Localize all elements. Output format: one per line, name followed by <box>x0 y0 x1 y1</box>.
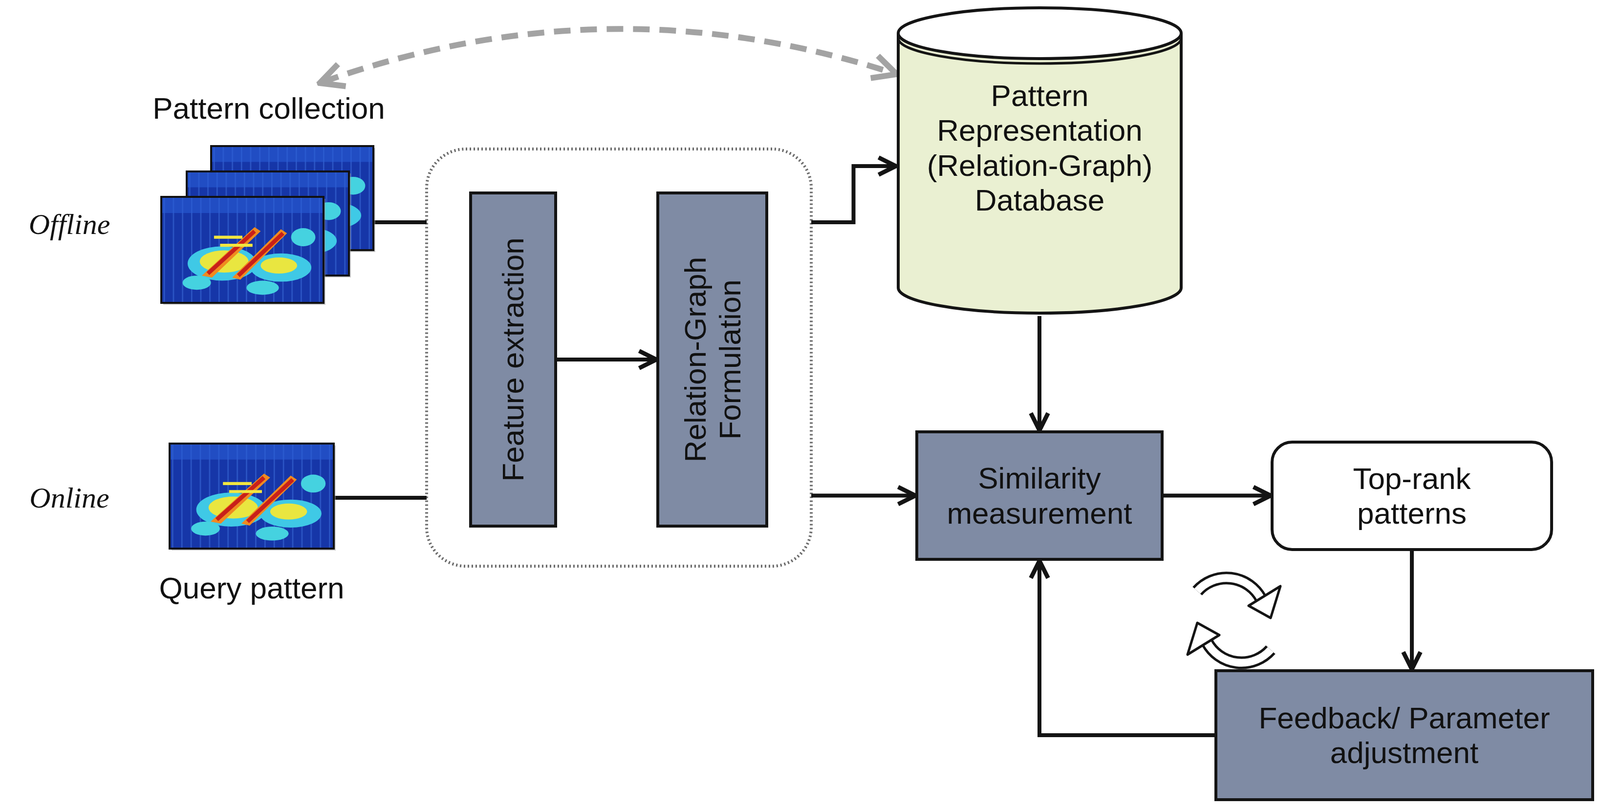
dashed-link <box>322 28 894 83</box>
cycle-symbol <box>1187 578 1281 664</box>
node-text: Similarity measurement <box>925 460 1154 531</box>
flow-arrow <box>334 496 427 500</box>
flow-arrow <box>1409 551 1414 670</box>
process-box: Similarity measurement <box>915 430 1164 562</box>
flow-arrow <box>557 357 657 362</box>
node-text: Pattern Representation (Relation-Graph) … <box>908 78 1172 218</box>
process-group-outline <box>426 149 812 567</box>
flow-arrow <box>1037 316 1042 431</box>
database-cylinder: Pattern Representation (Relation-Graph) … <box>895 4 1184 317</box>
mode-label: Offline <box>28 207 111 242</box>
flow-arrow <box>811 494 916 498</box>
image-stack: Pattern collection <box>146 87 391 306</box>
process-box: Feature extraction <box>469 191 558 528</box>
node-text: Relation-Graph Formulation <box>677 206 748 514</box>
result-box: Top-rank patterns <box>1270 440 1554 552</box>
node-text: Feature extraction <box>495 206 531 514</box>
query-image: Query pattern <box>146 439 357 611</box>
node-text: Feedback/ Parameter adjustment <box>1226 700 1583 771</box>
node-text: Top-rank patterns <box>1307 461 1517 532</box>
flow-arrow <box>1039 561 1215 736</box>
flow-arrow <box>1163 494 1271 498</box>
flow-arrow <box>811 166 896 223</box>
node-text: Pattern collection <box>146 90 391 126</box>
node-text: Query pattern <box>146 570 357 606</box>
process-box: Feedback/ Parameter adjustment <box>1214 669 1595 802</box>
mode-label: Online <box>29 481 109 516</box>
process-box: Relation-Graph Formulation <box>656 191 769 528</box>
